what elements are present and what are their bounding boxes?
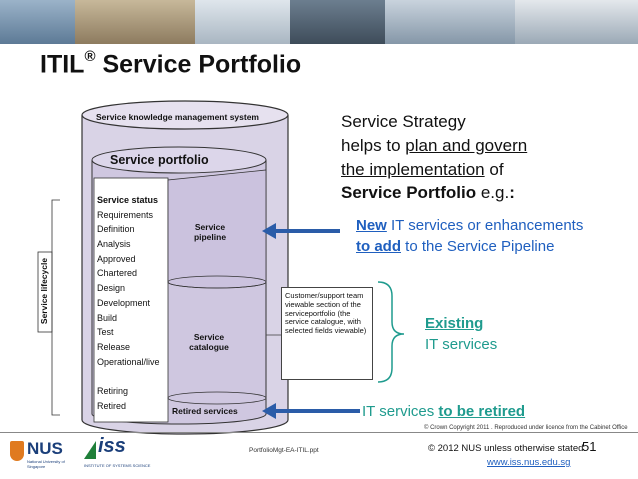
km-cylinder-top: [81, 100, 289, 130]
callout-box: Customer/support team viewable section o…: [281, 287, 373, 380]
strategy-line-2: helps to plan and govern: [341, 136, 528, 155]
banner-photo: [75, 0, 195, 44]
note-existing: Existing: [425, 315, 484, 332]
note-existing-sub: IT services: [425, 336, 498, 353]
status-item: Chartered: [97, 268, 138, 279]
existing-bracket: [377, 281, 405, 383]
status-list: Service status Requirements Definition A…: [97, 193, 167, 413]
crown-copyright: © Crown Copyright 2011 . Reproduced unde…: [424, 425, 628, 431]
lifecycle-label: Service lifecycle: [39, 257, 49, 325]
portfolio-cylinder-top: [91, 146, 267, 174]
status-item: Operational/live: [97, 356, 160, 367]
retired-label: Retired services: [172, 406, 238, 416]
banner-photo: [195, 0, 290, 44]
status-item: Analysis: [97, 239, 131, 250]
strategy-line-1: Service Strategy: [341, 112, 466, 131]
retired-top: [167, 391, 267, 405]
pipeline-label: Service pipeline: [193, 222, 227, 242]
status-item: Build: [97, 312, 118, 323]
status-item: Development: [97, 297, 151, 308]
status-item: Retiring: [97, 385, 129, 396]
copyright-text: © 2012 NUS unless otherwise stated.: [428, 443, 587, 454]
status-item: Design: [97, 283, 126, 294]
strategy-line-4: Service Portfolio e.g.:: [341, 183, 515, 202]
website-link[interactable]: www.iss.nus.edu.sg: [487, 457, 571, 468]
footer-divider: [0, 432, 638, 433]
nus-logo: NUS National University of Singapore: [10, 439, 72, 471]
banner-photo: [515, 0, 638, 44]
banner-photo: [385, 0, 515, 44]
note-retire: IT services to be retired: [362, 403, 526, 420]
nus-crest-icon: [10, 441, 24, 461]
banner-photo: [290, 0, 385, 44]
header-banner: [0, 0, 638, 44]
status-item: Definition: [97, 224, 135, 235]
slide-title: ITIL® Service Portfolio: [40, 48, 302, 79]
status-item: Requirements: [97, 209, 154, 220]
km-system-label: Service knowledge management system: [96, 112, 259, 122]
status-column: [93, 177, 169, 423]
page-number: 51: [582, 439, 597, 454]
catalogue-top: [167, 275, 267, 289]
status-item: Service status: [97, 195, 159, 205]
catalogue-label: Service catalogue: [189, 332, 229, 352]
status-item: Retired: [97, 400, 127, 411]
portfolio-label: Service portfolio: [110, 153, 209, 167]
status-item: Test: [97, 327, 114, 338]
strategy-line-3: the implementation of: [341, 160, 504, 179]
iss-mark-icon: [84, 441, 96, 459]
banner-photo: [0, 0, 75, 44]
iss-logo: iss INSTITUTE OF SYSTEMS SCIENCE: [84, 435, 151, 468]
file-name: PortfolioMgt-EA-ITIL.ppt: [249, 447, 319, 454]
status-item: [97, 369, 167, 384]
status-item: Release: [97, 341, 131, 352]
note-add: to add to the Service Pipeline: [356, 238, 555, 255]
status-item: Approved: [97, 253, 136, 264]
lifecycle-bracket: [51, 199, 60, 416]
note-new: New IT services or enhancements: [356, 217, 584, 234]
